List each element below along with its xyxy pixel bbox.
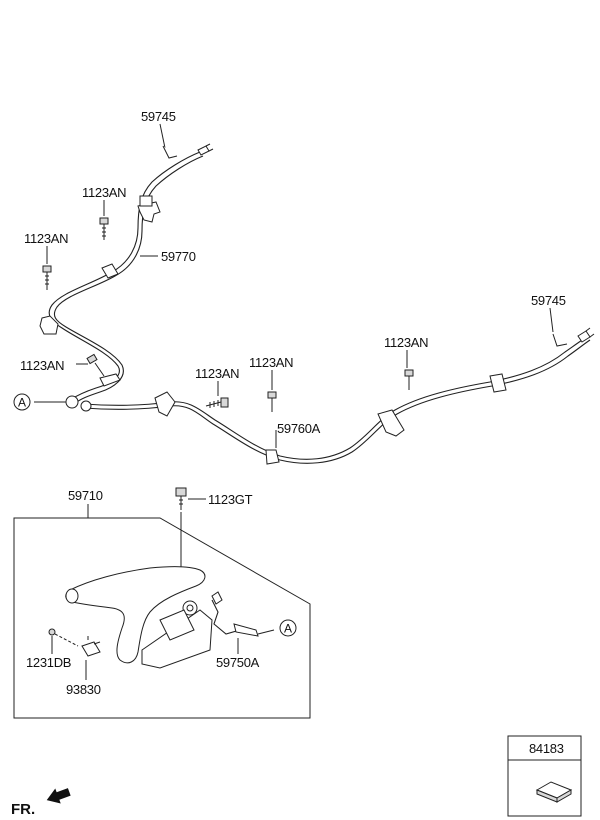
label-59750A: 59750A (216, 655, 260, 670)
label-front: FR. (11, 801, 35, 818)
label-1231DB: 1231DB (26, 655, 71, 670)
bolt-center (267, 391, 277, 412)
bolt-left (42, 265, 52, 290)
label-93830: 93830 (66, 682, 101, 697)
bolt-right (404, 369, 414, 390)
switch-93830 (81, 636, 101, 657)
label-59770: 59770 (161, 249, 196, 264)
rear-cable-59760A (34, 327, 595, 465)
front-arrow-icon (46, 788, 71, 804)
label-1123AN-right: 1123AN (384, 335, 428, 350)
plug-part-box: 84183 (507, 735, 582, 817)
label-59760A: 59760A (277, 421, 321, 436)
leader-lines (46, 123, 554, 680)
bolt-mid (205, 397, 229, 408)
label-59745-top: 59745 (141, 109, 176, 124)
label-59710: 59710 (68, 488, 103, 503)
lever-cable-59750A (211, 591, 275, 637)
connector-a-right-label: A (284, 622, 292, 636)
bolt-1123GT (175, 487, 187, 568)
screw-1231DB (48, 628, 79, 647)
label-1123AN-upper: 1123AN (82, 185, 126, 200)
lever-assembly-box (13, 517, 311, 719)
front-direction-indicator: FR. (11, 788, 71, 818)
label-84183: 84183 (529, 741, 564, 756)
front-cable-59770 (39, 143, 214, 405)
parking-brake-lever (65, 566, 213, 669)
label-1123AN-center: 1123AN (249, 355, 293, 370)
connector-a-left-label: A (18, 396, 26, 410)
bolt-mid-left (86, 353, 105, 377)
cable-end-59745-right (552, 333, 568, 347)
label-1123GT: 1123GT (208, 492, 253, 507)
label-1123AN-mid: 1123AN (195, 366, 239, 381)
label-1123AN-mid-left: 1123AN (20, 358, 64, 373)
label-59745-right: 59745 (531, 293, 566, 308)
connector-marker-a-left: A (13, 393, 31, 411)
bolt-upper (99, 217, 109, 240)
label-1123AN-left: 1123AN (24, 231, 68, 246)
cable-end-59745-top (162, 145, 178, 159)
connector-marker-a-right: A (279, 619, 297, 637)
